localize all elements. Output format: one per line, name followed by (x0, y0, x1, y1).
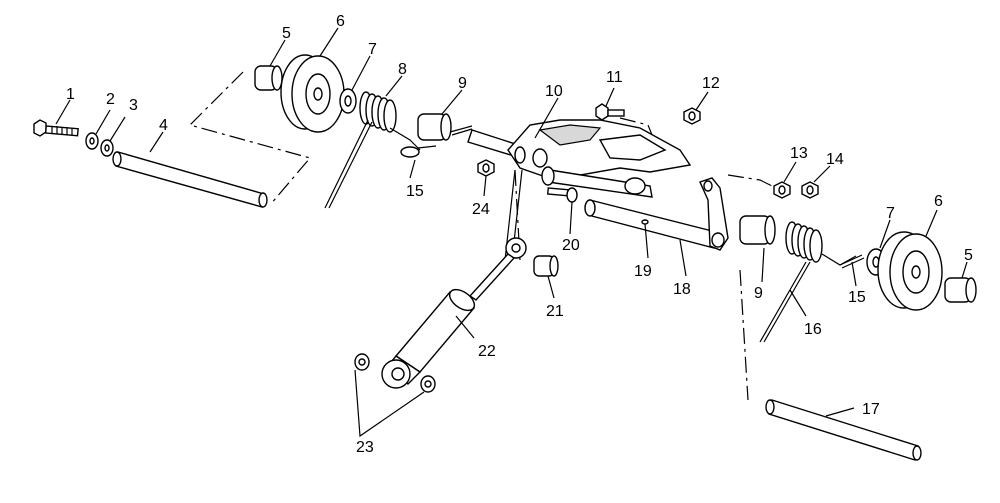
part-9-bushing-left (417, 113, 473, 141)
callout-5b: 5 (964, 247, 973, 264)
part-5-bushing-left (254, 65, 283, 91)
callout-6: 6 (336, 13, 345, 30)
part-19-side-plate (699, 177, 729, 251)
part-20-bolt (546, 187, 578, 203)
part-3-washer (100, 139, 114, 157)
callout-7: 7 (368, 41, 377, 58)
callout-15b: 15 (848, 289, 866, 306)
callout-6b: 6 (934, 193, 943, 210)
part-24-nut (477, 159, 495, 177)
part-22-shock (381, 237, 527, 389)
callout-16: 16 (804, 321, 822, 338)
part-6-wheel-left (280, 54, 345, 133)
callout-11: 11 (606, 69, 623, 86)
part-6-wheel-right (877, 231, 943, 311)
part-1-bolt (33, 119, 79, 137)
part-8-spring-left (324, 91, 421, 209)
part-5-bushing-right (944, 277, 977, 303)
callout-12: 12 (702, 75, 720, 92)
callout-23: 23 (356, 439, 374, 456)
callout-3: 3 (129, 97, 138, 114)
part-14-nut (801, 181, 819, 199)
callout-labels: 1 2 3 4 5 6 7 8 9 10 11 12 13 14 6 7 5 1… (66, 13, 973, 456)
part-15-spring-end-right (839, 254, 865, 269)
part-2-washer (85, 132, 99, 150)
callout-4: 4 (159, 117, 168, 134)
callout-1: 1 (66, 86, 75, 103)
callout-15: 15 (406, 183, 424, 200)
part-18-lower-shaft (584, 199, 717, 249)
callout-10: 10 (545, 83, 563, 100)
part-10-bracket (467, 119, 692, 261)
callout-24: 24 (472, 201, 490, 218)
part-23-washers (354, 353, 436, 393)
part-12-nut (683, 107, 701, 125)
part-4-shaft (112, 151, 268, 208)
callout-21: 21 (546, 303, 564, 320)
part-7-washer-left (339, 88, 357, 114)
part-11-bolt (595, 103, 625, 121)
callout-17: 17 (862, 401, 880, 418)
callout-13: 13 (790, 145, 808, 162)
callout-22: 22 (478, 343, 496, 360)
callout-7b: 7 (886, 205, 895, 222)
part-16-spring-right (759, 221, 857, 343)
part-13-nut (773, 181, 791, 199)
callout-8: 8 (398, 61, 407, 78)
part-9-bushing-right (739, 215, 776, 245)
callout-19: 19 (634, 263, 652, 280)
leader-lines (55, 27, 968, 438)
callout-20: 20 (562, 237, 580, 254)
callout-2: 2 (106, 91, 115, 108)
callout-5: 5 (282, 25, 291, 42)
callout-18: 18 (673, 281, 691, 298)
callout-9: 9 (458, 75, 467, 92)
part-21-bushing (533, 255, 559, 277)
part-17-shaft (765, 399, 922, 461)
callout-14: 14 (826, 151, 844, 168)
part-15-spring-end-left (400, 145, 437, 158)
callout-9b: 9 (754, 285, 763, 302)
